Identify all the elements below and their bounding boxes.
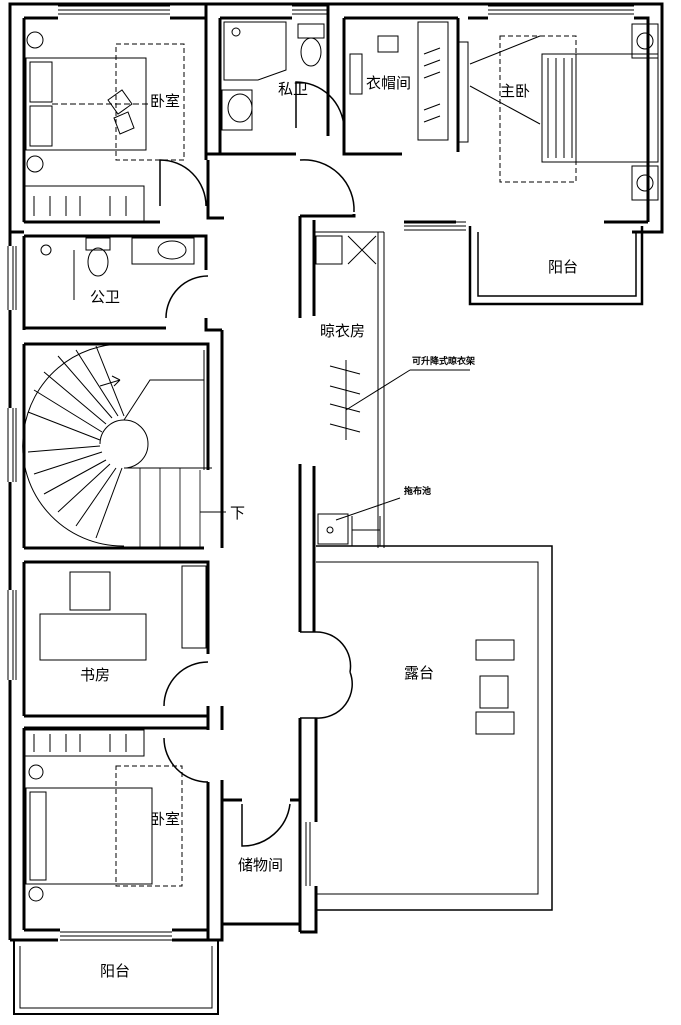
label-cloakroom: 衣帽间 [366, 74, 411, 92]
label-terrace: 露台 [404, 664, 434, 682]
leader-lines [335, 369, 470, 521]
furniture [23, 21, 659, 902]
label-study: 书房 [80, 666, 110, 684]
label-lift-rack: 可升降式晾衣架 [412, 355, 475, 367]
label-private-bath: 私卫 [278, 80, 308, 98]
label-bedroom-sw: 卧室 [150, 810, 180, 828]
label-public-bath: 公卫 [90, 288, 120, 306]
label-balcony-ne: 阳台 [548, 258, 578, 276]
label-mop-sink: 拖布池 [404, 485, 431, 497]
label-storage: 储物间 [238, 856, 283, 874]
label-drying-room: 晾衣房 [320, 322, 365, 340]
label-balcony-s: 阳台 [100, 962, 130, 980]
thin-lines [7, 5, 644, 1015]
doors [159, 81, 355, 847]
label-bedroom-nw: 卧室 [150, 92, 180, 110]
spiral-stair [22, 343, 226, 548]
label-stair-down: 下 [230, 504, 245, 522]
room-labels: 卧室 私卫 衣帽间 主卧 阳台 公卫 晾衣房 可升降式晾衣架 拖布池 下 书房 … [80, 74, 578, 980]
label-master-bedroom: 主卧 [500, 82, 530, 100]
